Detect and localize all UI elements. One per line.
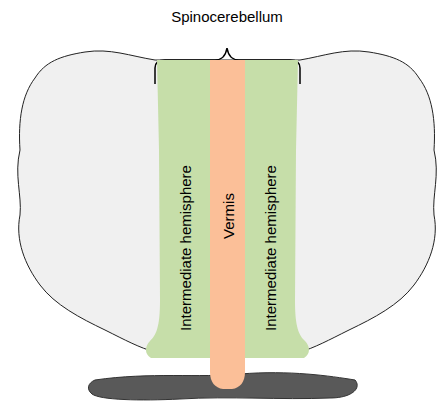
region-label: Intermediate hemisphere <box>263 165 278 331</box>
region-band: Intermediate hemisphere <box>144 58 212 360</box>
region-band: Vermis <box>208 58 247 391</box>
band-fill <box>146 60 210 358</box>
region-label: Intermediate hemisphere <box>178 165 193 331</box>
band-fill <box>245 60 309 358</box>
region-group-label: Spinocerebellum <box>171 8 283 25</box>
region-band: Intermediate hemisphere <box>243 58 311 360</box>
band-fill <box>210 60 245 389</box>
region-label: Vermis <box>221 193 236 239</box>
